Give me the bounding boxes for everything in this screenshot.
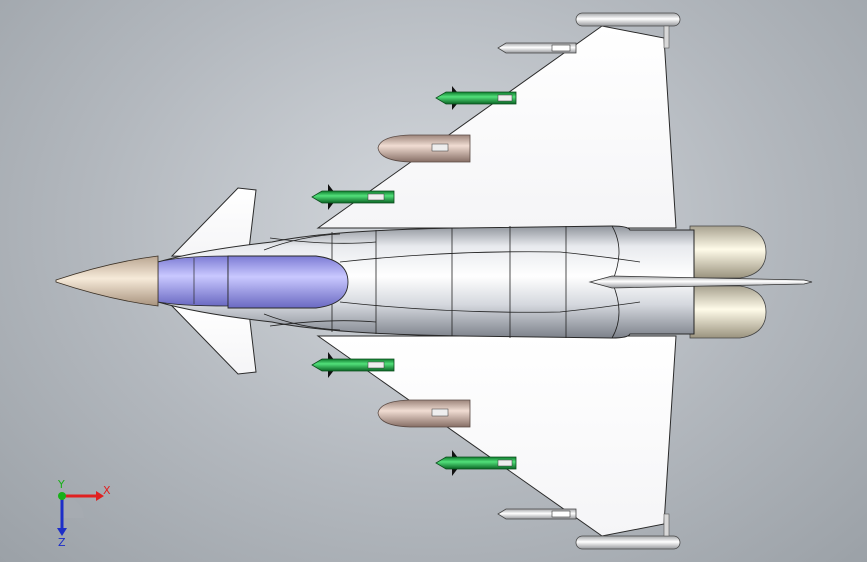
dorsal-spine xyxy=(588,275,813,289)
engine-nozzle-top xyxy=(689,225,767,279)
green-missile-upper-outer xyxy=(435,86,517,110)
z-axis-label: Z xyxy=(58,536,66,548)
green-missile-lower-outer xyxy=(435,450,517,476)
green-missile-lower-inner xyxy=(311,352,395,378)
green-missile-upper-inner xyxy=(311,184,395,210)
engine-nozzle-bottom xyxy=(689,285,767,339)
cockpit-canopy xyxy=(157,255,349,309)
wingtip-pod-top xyxy=(575,12,681,49)
wingtip-pod-bottom xyxy=(575,513,681,550)
y-axis-dot xyxy=(58,492,66,500)
radome-nose-cone xyxy=(55,255,159,307)
x-axis-label: X xyxy=(103,484,111,497)
x-axis-arrowhead xyxy=(96,491,104,501)
z-axis-arrowhead xyxy=(57,528,67,536)
drop-tank-bottom xyxy=(377,399,471,428)
outboard-missile-bottom xyxy=(497,508,577,520)
coordinate-triad: X Y Z xyxy=(57,478,111,548)
y-axis-label: Y xyxy=(57,478,65,491)
outboard-missile-top xyxy=(497,42,577,54)
drop-tank-top xyxy=(377,134,471,163)
